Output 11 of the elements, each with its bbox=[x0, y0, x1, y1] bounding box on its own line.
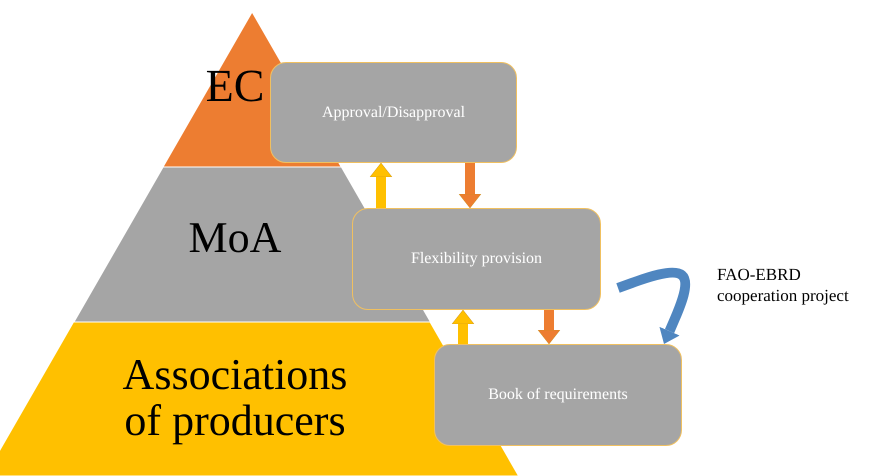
arrow bbox=[370, 162, 392, 208]
tier-label: Associations of producers bbox=[122, 352, 348, 444]
process-box: Book of requirements bbox=[434, 344, 682, 446]
arrow bbox=[538, 310, 560, 344]
arrow bbox=[458, 163, 482, 208]
process-box: Approval/Disapproval bbox=[270, 62, 517, 163]
tier-label: EC bbox=[204, 62, 266, 110]
process-box: Flexibility provision bbox=[352, 208, 601, 310]
tier-label: MoA bbox=[188, 215, 282, 262]
arrow bbox=[616, 268, 690, 344]
arrow bbox=[452, 310, 474, 344]
